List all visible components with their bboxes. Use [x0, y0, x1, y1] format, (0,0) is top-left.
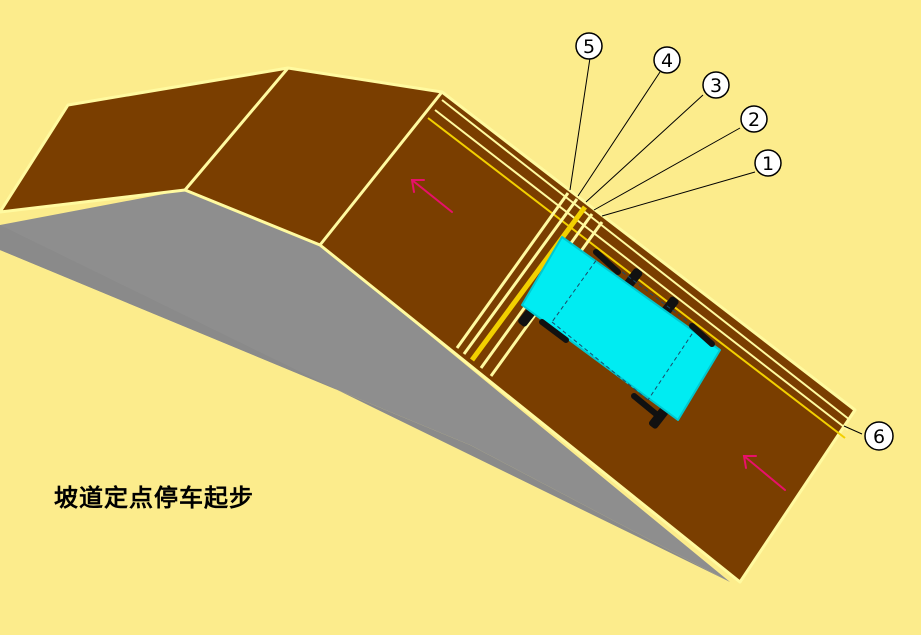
marker-6: 6 [864, 421, 894, 451]
ramp-side-face-lower [0, 225, 730, 582]
svg-text:1: 1 [762, 153, 774, 175]
crest-line-left [183, 67, 290, 191]
leader-lines [569, 57, 863, 435]
marker-2: 2 [740, 105, 768, 133]
marker-1: 1 [754, 149, 782, 177]
stop-band [455, 192, 604, 377]
diagram-caption: 坡道定点停车起步 [54, 484, 254, 512]
arrow-up-left-icon [742, 455, 786, 491]
svg-text:4: 4 [661, 50, 673, 72]
edge-line-2 [434, 109, 849, 431]
svg-text:5: 5 [583, 36, 595, 58]
ramp-side-face [0, 190, 730, 582]
marker-3: 3 [702, 71, 730, 99]
edge-line-1 [441, 99, 851, 421]
svg-text:2: 2 [748, 109, 760, 131]
svg-text:3: 3 [710, 75, 722, 97]
svg-text:6: 6 [873, 426, 885, 448]
crest-line-right [318, 91, 444, 246]
road-surface [0, 66, 857, 584]
car-topdown-icon [518, 236, 721, 429]
marker-5: 5 [575, 32, 603, 60]
arrow-up-left-icon [410, 179, 453, 213]
marker-4: 4 [653, 46, 681, 74]
